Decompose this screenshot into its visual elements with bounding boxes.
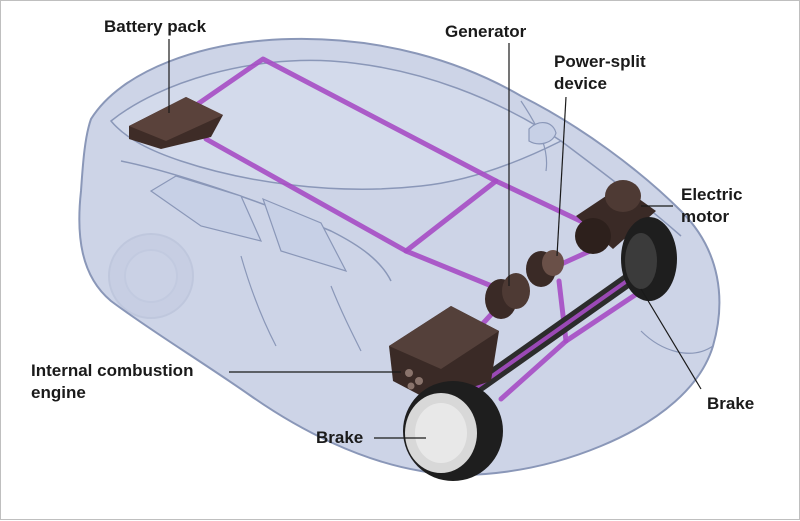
rear-axle — [464, 264, 648, 398]
label-generator-text: Generator — [445, 22, 527, 41]
label-battery-pack: Battery pack — [104, 16, 206, 38]
battery-pack — [129, 97, 223, 149]
label-battery-pack-text: Battery pack — [104, 17, 207, 36]
label-ice-line1: Internal combustion — [31, 361, 194, 380]
electric-motor — [575, 180, 656, 254]
power-split-device — [526, 250, 564, 287]
label-brake-front: Brake — [316, 427, 363, 449]
label-electric-motor: Electric motor — [681, 184, 742, 228]
label-generator: Generator — [445, 21, 526, 43]
label-electric-motor-line1: Electric — [681, 185, 743, 204]
label-power-split-device: Power-split device — [554, 51, 646, 95]
internal-combustion-engine — [389, 306, 499, 401]
label-power-split-line2: device — [554, 74, 607, 93]
front-left-wheel — [403, 381, 503, 481]
label-internal-combustion-engine: Internal combustion engine — [31, 360, 193, 404]
label-brake-rear-text: Brake — [707, 394, 755, 413]
front-right-wheel — [621, 217, 677, 301]
label-brake-front-text: Brake — [316, 428, 364, 447]
label-brake-rear: Brake — [707, 393, 754, 415]
label-electric-motor-line2: motor — [681, 207, 730, 226]
leader-lines — [168, 39, 702, 439]
label-power-split-line1: Power-split — [554, 52, 646, 71]
label-ice-line2: engine — [31, 383, 86, 402]
